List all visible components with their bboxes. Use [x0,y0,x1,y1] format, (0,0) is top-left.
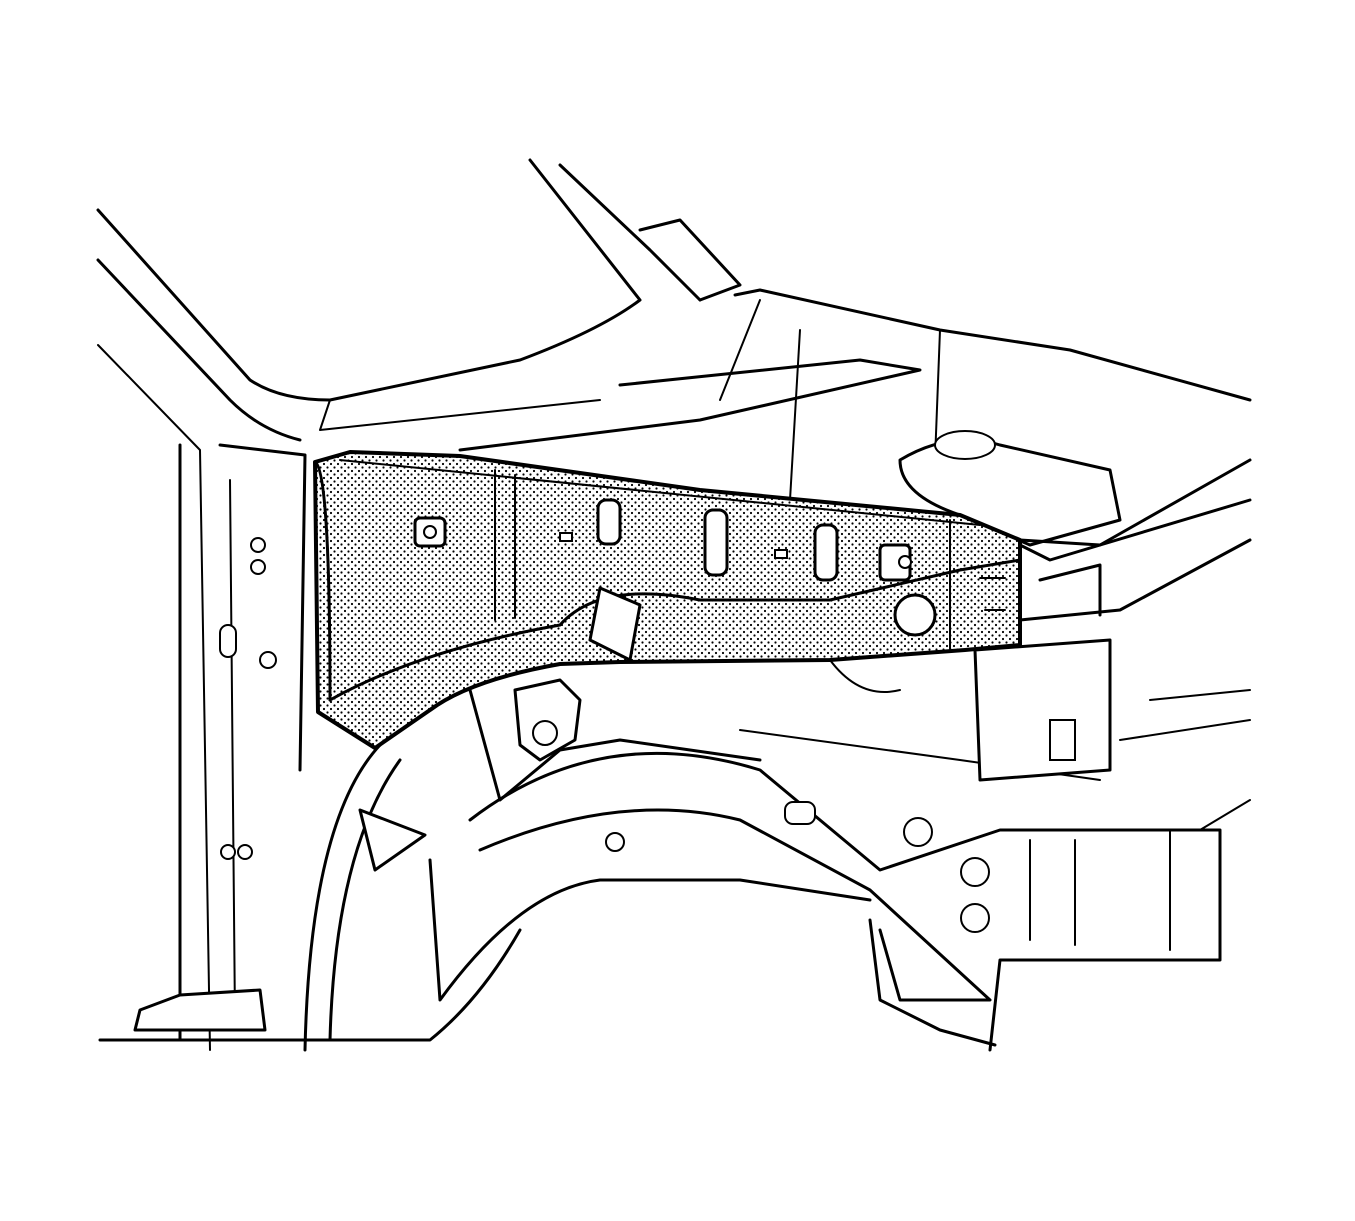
highlighted-panel [313,450,1022,750]
apron [468,638,1112,802]
strut-tower-opening [934,430,996,460]
hinge-pillar [98,443,522,1042]
a-pillar [96,158,742,1051]
front-frame [1018,498,1252,831]
wheel-house [303,743,1222,1052]
highlighted-rail-panel [313,450,1022,750]
cowl-structure [458,288,1252,622]
